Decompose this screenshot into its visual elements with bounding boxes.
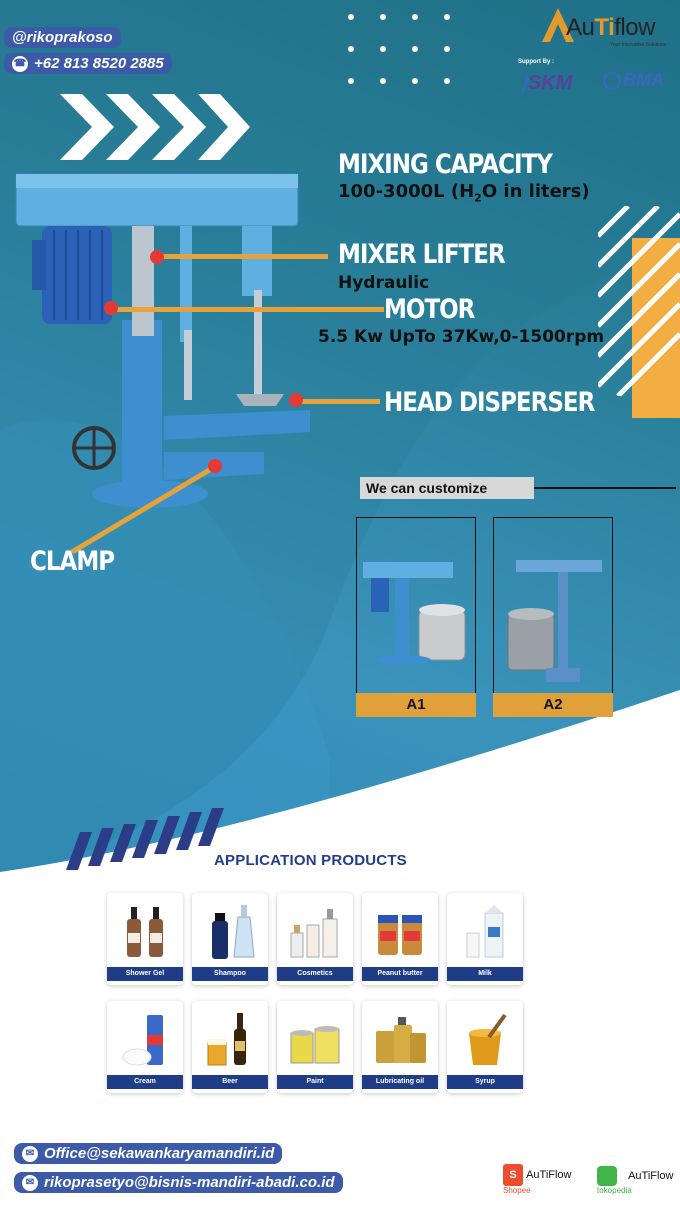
product-label: Paint [277, 1075, 353, 1089]
head-disperser-title: HEAD DISPERSER [384, 388, 595, 418]
bma-mark-icon [603, 72, 621, 91]
product-peanut-butter[interactable]: Peanut butter [362, 893, 438, 985]
shopee-brand: Shopee [503, 1186, 531, 1195]
shower-gel-icon [127, 907, 163, 957]
mail-icon: ✉ [22, 1175, 38, 1192]
slash-stripes [66, 808, 224, 870]
customize-label: We can customize [360, 477, 534, 499]
mixer-lifter-title: MIXER LIFTER [338, 240, 506, 270]
application-products-title: APPLICATION PRODUCTS [214, 852, 407, 869]
head-callout-line [296, 399, 380, 404]
cosmetics-icon [290, 909, 338, 958]
clamp-callout-dot [208, 459, 222, 473]
machine-a2-image [507, 560, 602, 682]
phone-pill[interactable]: ☎ +62 813 8520 2885 [4, 53, 172, 75]
mixing-capacity-title: MIXING CAPACITY [338, 150, 553, 180]
product-label: Milk [447, 967, 523, 981]
tokopedia-bag-icon [597, 1166, 617, 1186]
office-email-pill[interactable]: ✉ Office@sekawankaryamandiri.id [14, 1143, 283, 1165]
milk-icon [466, 905, 504, 958]
shopee-store-link[interactable]: S AuTiFlow Shopee [503, 1164, 572, 1195]
personal-email-text: rikoprasetyo@bisnis-mandiri-abadi.co.id [44, 1174, 335, 1191]
motor-callout-line [114, 307, 384, 312]
logo-tagline: Your Innovative Solutions [610, 42, 667, 48]
skm-text: SKM [527, 72, 573, 94]
peanut-butter-icon [378, 915, 422, 955]
mixer-lifter-value: Hydraulic [338, 273, 430, 293]
product-shower-gel[interactable]: Shower Gel [107, 893, 183, 985]
mixing-capacity-post: O in liters) [481, 181, 590, 202]
product-beer[interactable]: Beer [192, 1001, 268, 1093]
disperser-machine-image [15, 173, 310, 508]
product-label: Lubricating oil [362, 1075, 438, 1089]
product-label: Syrup [447, 1075, 523, 1089]
motor-title: MOTOR [384, 295, 475, 325]
logo-mark-icon [542, 8, 574, 42]
autiflow-logo: AuTiflow Your Innovative Solutions [538, 6, 668, 52]
handle-text: @rikoprakoso [12, 29, 113, 46]
head-callout-dot [289, 393, 303, 407]
mixing-capacity-pre: 100-3000L (H [338, 181, 475, 202]
handle-pill[interactable]: @rikoprakoso [4, 27, 121, 48]
personal-email-pill[interactable]: ✉ rikoprasetyo@bisnis-mandiri-abadi.co.id [14, 1172, 343, 1194]
bma-logo: BMA [603, 70, 664, 91]
tokopedia-brand: tokopedia [597, 1186, 632, 1195]
bma-text: BMA [623, 70, 664, 90]
shopee-store-name: AuTiFlow [526, 1169, 572, 1181]
option-card-a2[interactable]: A2 [493, 517, 613, 717]
mixing-capacity-sub: 2 [474, 191, 482, 205]
clamp-title: CLAMP [30, 547, 115, 577]
motor-callout-dot [104, 301, 118, 315]
phone-text: +62 813 8520 2885 [34, 55, 164, 72]
product-lubricating-oil[interactable]: Lubricating oil [362, 1001, 438, 1093]
logo-suffix: flow [614, 14, 655, 41]
customize-divider [534, 487, 676, 489]
tokopedia-store-name: AuTiFlow [628, 1170, 674, 1182]
product-syrup[interactable]: Syrup [447, 1001, 523, 1093]
product-milk[interactable]: Milk [447, 893, 523, 985]
mail-icon: ✉ [22, 1146, 38, 1163]
product-label: Peanut butter [362, 967, 438, 981]
option-card-a1[interactable]: A1 [356, 517, 476, 717]
product-label: Shampoo [192, 967, 268, 981]
cream-icon [122, 1015, 163, 1066]
phone-icon: ☎ [12, 56, 28, 73]
tokopedia-store-link[interactable]: AuTiFlow tokopedia [597, 1166, 674, 1195]
paint-icon [290, 1026, 340, 1064]
product-label: Cosmetics [277, 967, 353, 981]
product-label: Cream [107, 1075, 183, 1089]
beer-icon [207, 1013, 246, 1066]
shampoo-icon [212, 905, 255, 959]
shopee-bag-icon: S [503, 1164, 523, 1186]
product-paint[interactable]: Paint [277, 1001, 353, 1093]
motor-value: 5.5 Kw UpTo 37Kw,0-1500rpm [318, 327, 605, 347]
lifter-callout-line [158, 254, 328, 259]
dot-grid [348, 10, 450, 90]
diagonal-stripes [598, 206, 680, 396]
option-a2-label: A2 [493, 693, 613, 717]
logo-accent: Ti [594, 14, 615, 41]
chevron-arrows-icon [60, 94, 250, 160]
lifter-callout-dot [150, 250, 164, 264]
mixing-capacity-value: 100-3000L (H2O in liters) [338, 181, 590, 205]
skm-logo: ⟩SKM [520, 72, 573, 94]
machine-a1-image [363, 562, 466, 665]
product-label: Shower Gel [107, 967, 183, 981]
clamp-callout-line [70, 463, 218, 555]
lubricating-oil-icon [376, 1017, 426, 1063]
logo-prefix: Au [566, 14, 595, 41]
office-email-text: Office@sekawankaryamandiri.id [44, 1145, 275, 1162]
product-cream[interactable]: Cream [107, 1001, 183, 1093]
option-a1-label: A1 [356, 693, 476, 717]
product-label: Beer [192, 1075, 268, 1089]
syrup-icon [469, 1013, 507, 1065]
support-label: Support By : [518, 59, 554, 65]
product-shampoo[interactable]: Shampoo [192, 893, 268, 985]
product-cosmetics[interactable]: Cosmetics [277, 893, 353, 985]
